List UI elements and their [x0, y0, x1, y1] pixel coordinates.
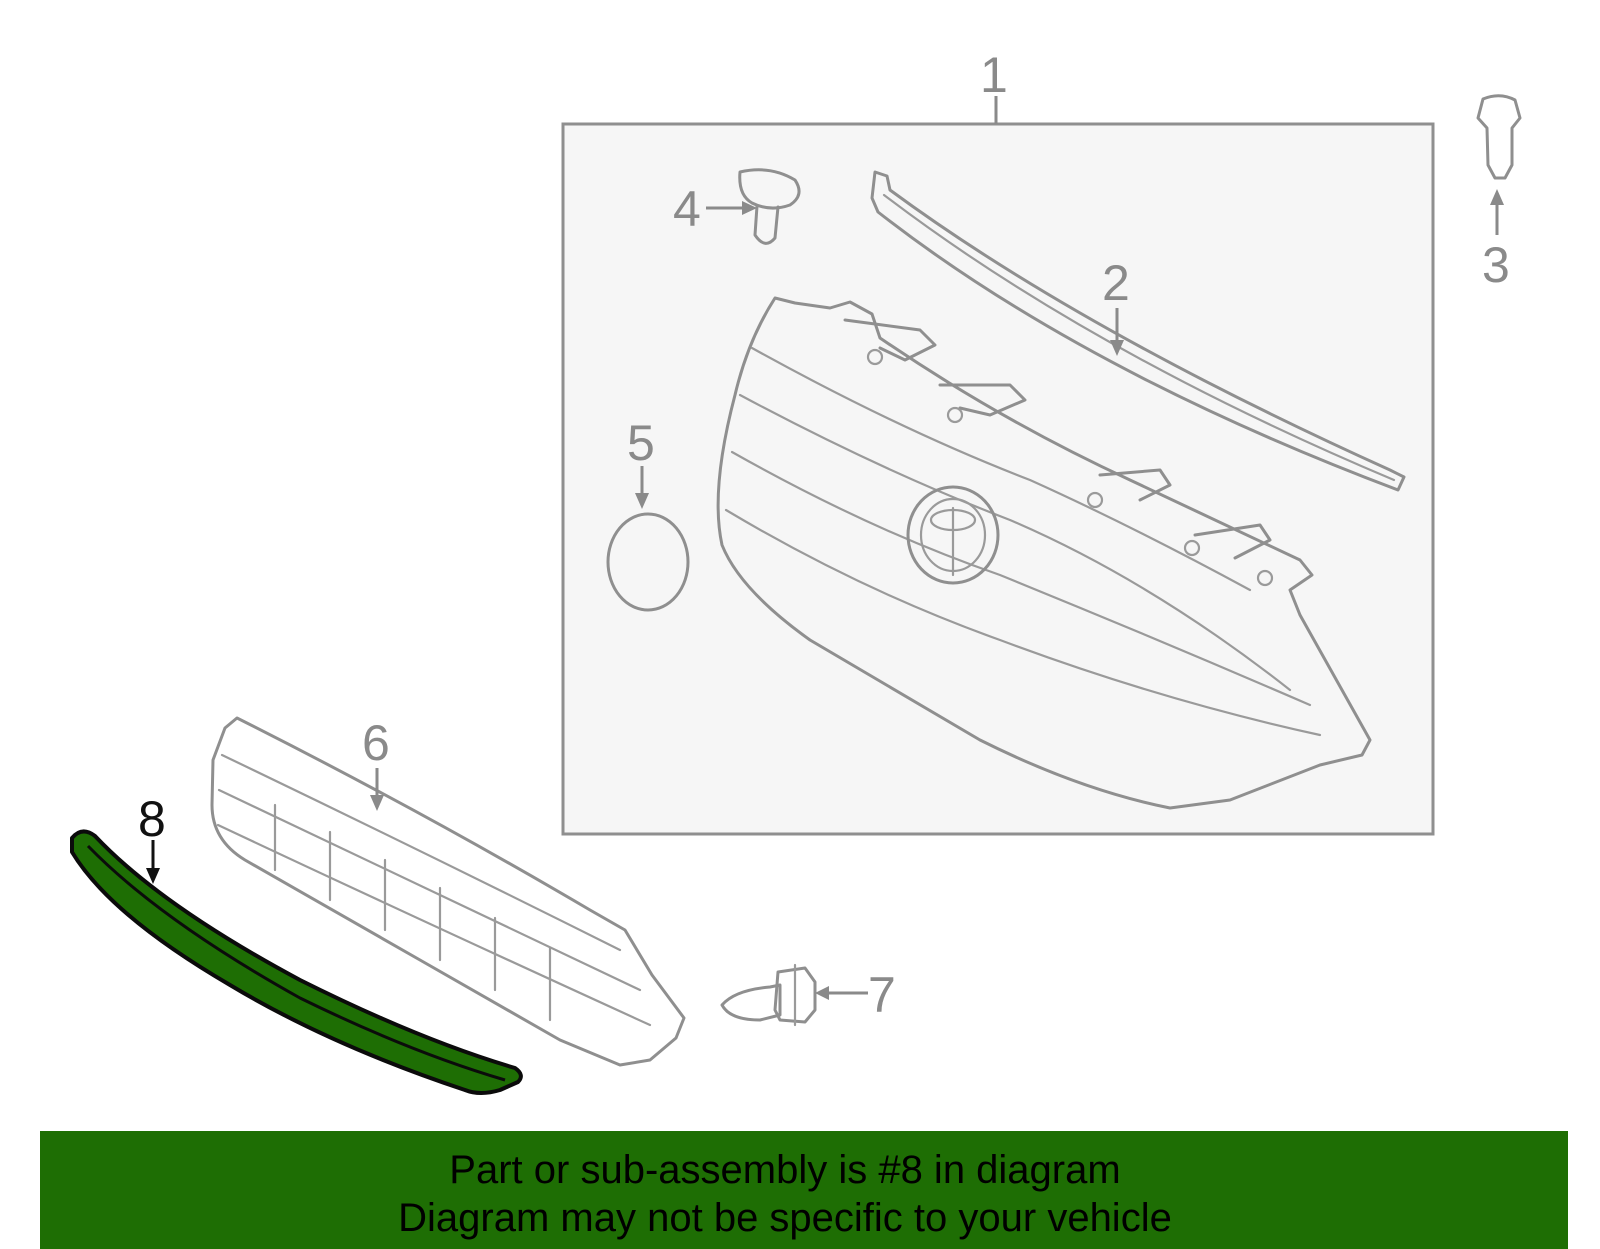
- callout-6: 6: [362, 715, 390, 771]
- callout-5: 5: [627, 415, 655, 471]
- footer-line-1: Part or sub-assembly is #8 in diagram: [449, 1148, 1121, 1192]
- callout-7: 7: [868, 967, 896, 1023]
- footer-line-2: Diagram may not be specific to your vehi…: [398, 1196, 1172, 1240]
- lower-molding: [70, 829, 523, 1095]
- toyota-logo: [906, 485, 1000, 585]
- leader-7-arrowhead: [815, 986, 829, 1000]
- lower-molding-edge: [86, 844, 506, 1082]
- leader-3-arrowhead: [1490, 189, 1504, 205]
- main-grille: [716, 296, 1372, 810]
- callout-2: 2: [1102, 255, 1130, 311]
- leader-2-arrowhead: [1110, 340, 1124, 356]
- retainer-clip: [738, 168, 801, 245]
- leader-4-arrowhead: [742, 201, 757, 215]
- emblem-cover: [606, 512, 690, 612]
- lower-grille: [210, 716, 686, 1067]
- callout-1: 1: [980, 47, 1008, 103]
- leader-5-arrowhead: [635, 493, 649, 509]
- assembly-box: [561, 122, 1435, 836]
- leader-8-arrowhead: [146, 868, 160, 884]
- leader-6-arrowhead: [370, 795, 384, 811]
- callout-3: 3: [1482, 237, 1510, 293]
- lower-molding-shape: [70, 829, 523, 1095]
- footer-banner: Part or sub-assembly is #8 in diagram Di…: [40, 1131, 1568, 1249]
- callout-4: 4: [673, 181, 701, 237]
- bolt-screw: [720, 963, 817, 1027]
- callout-8: 8: [138, 791, 166, 847]
- push-clip: [1476, 94, 1522, 180]
